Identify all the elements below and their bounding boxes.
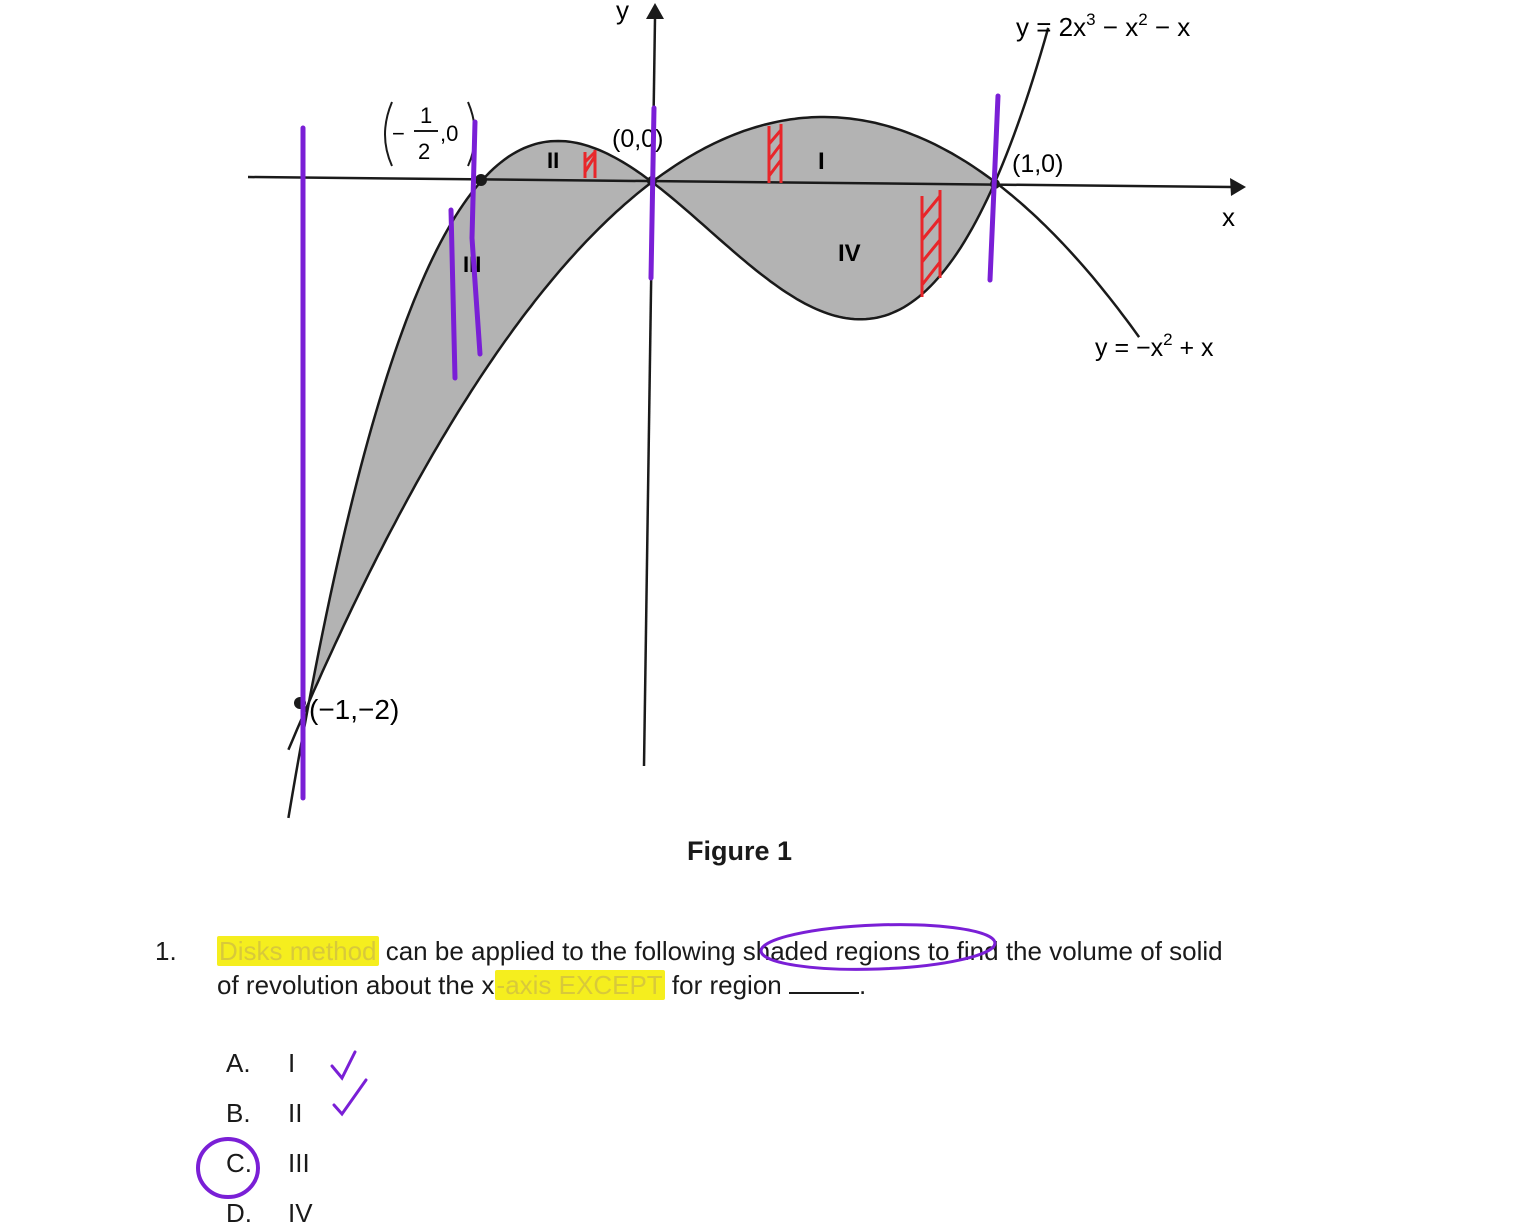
point-label-neg-one: (−1,−2) — [309, 694, 399, 725]
question-text-2c: . — [858, 970, 867, 1000]
option-letter: C. — [226, 1148, 252, 1178]
red-hatch-annotations — [583, 124, 942, 297]
question-text-2a: of revolution about the x — [217, 970, 495, 1000]
region-label-ii: II — [547, 148, 559, 173]
curve-label-parabola: y = −x2 + x — [1095, 330, 1214, 362]
y-axis-label: y — [616, 0, 629, 25]
shaded-region-1 — [309, 141, 652, 702]
svg-text:−: − — [392, 121, 405, 146]
point-label-neg-half: − 1 2 ,0 — [384, 101, 476, 167]
checkmark-a-icon — [330, 1050, 357, 1081]
answer-blank — [788, 972, 859, 994]
option-value: I — [288, 1048, 296, 1078]
x-axis — [247, 175, 1233, 189]
x-axis-label: x — [1222, 202, 1235, 232]
question-text-2b: for region — [664, 970, 789, 1000]
figure-caption: Figure 1 — [687, 836, 793, 866]
shaded-regions — [309, 117, 995, 702]
option-letter: B. — [226, 1098, 251, 1128]
option-letter: A. — [226, 1048, 251, 1078]
x-axis-arrow — [1230, 178, 1246, 196]
question-line-1: Disks method can be applied to the follo… — [217, 936, 1223, 967]
option-value: III — [288, 1148, 310, 1178]
purple-vertical-lines — [300, 93, 1001, 801]
question-line-2: of revolution about the x-axis EXCEPT fo… — [217, 970, 866, 1001]
circle-option-c — [196, 1137, 260, 1199]
shaded-region-2 — [652, 117, 995, 320]
circle-shaded-regions — [759, 923, 997, 971]
highlight-disks-method: Disks method — [217, 936, 379, 966]
question-number: 1. — [155, 936, 177, 966]
checkmark-b-icon — [332, 1078, 368, 1117]
point-neg-half — [475, 174, 487, 186]
option-value: II — [288, 1098, 303, 1128]
svg-text:2: 2 — [418, 139, 430, 164]
figure-1-graph: y x y = 2x3 − x2 − x y = −x2 + x − 1 2 ,… — [247, 0, 1246, 819]
option-value: IV — [288, 1198, 313, 1228]
region-label-iv: IV — [838, 240, 861, 267]
curve-label-cubic: y = 2x3 − x2 − x — [1016, 10, 1190, 42]
region-label-i: I — [818, 148, 825, 175]
option-letter: D. — [226, 1198, 252, 1228]
svg-text:,0: ,0 — [440, 121, 458, 146]
svg-text:1: 1 — [420, 103, 432, 128]
highlight-axis-except: -axis EXCEPT — [494, 970, 665, 1000]
y-axis-arrow — [646, 3, 664, 19]
question-text-1: can be applied to the following shaded r… — [378, 936, 1223, 966]
point-label-one: (1,0) — [1012, 150, 1063, 178]
